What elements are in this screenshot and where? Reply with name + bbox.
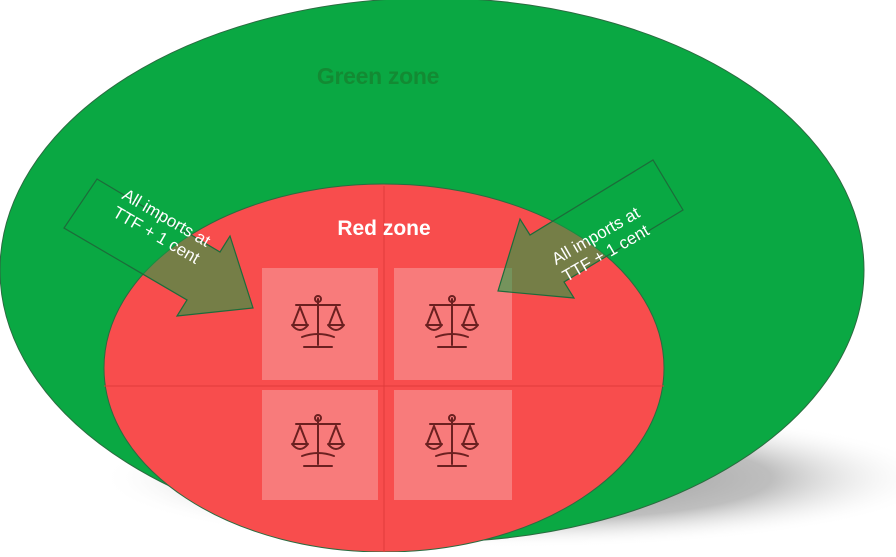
icon-tile xyxy=(262,390,378,500)
red-zone-label: Red zone xyxy=(337,217,431,240)
arrow-left xyxy=(63,178,254,317)
arrow-right xyxy=(497,159,684,299)
icon-tile xyxy=(262,268,378,380)
green-zone-label: Green zone xyxy=(316,63,440,89)
